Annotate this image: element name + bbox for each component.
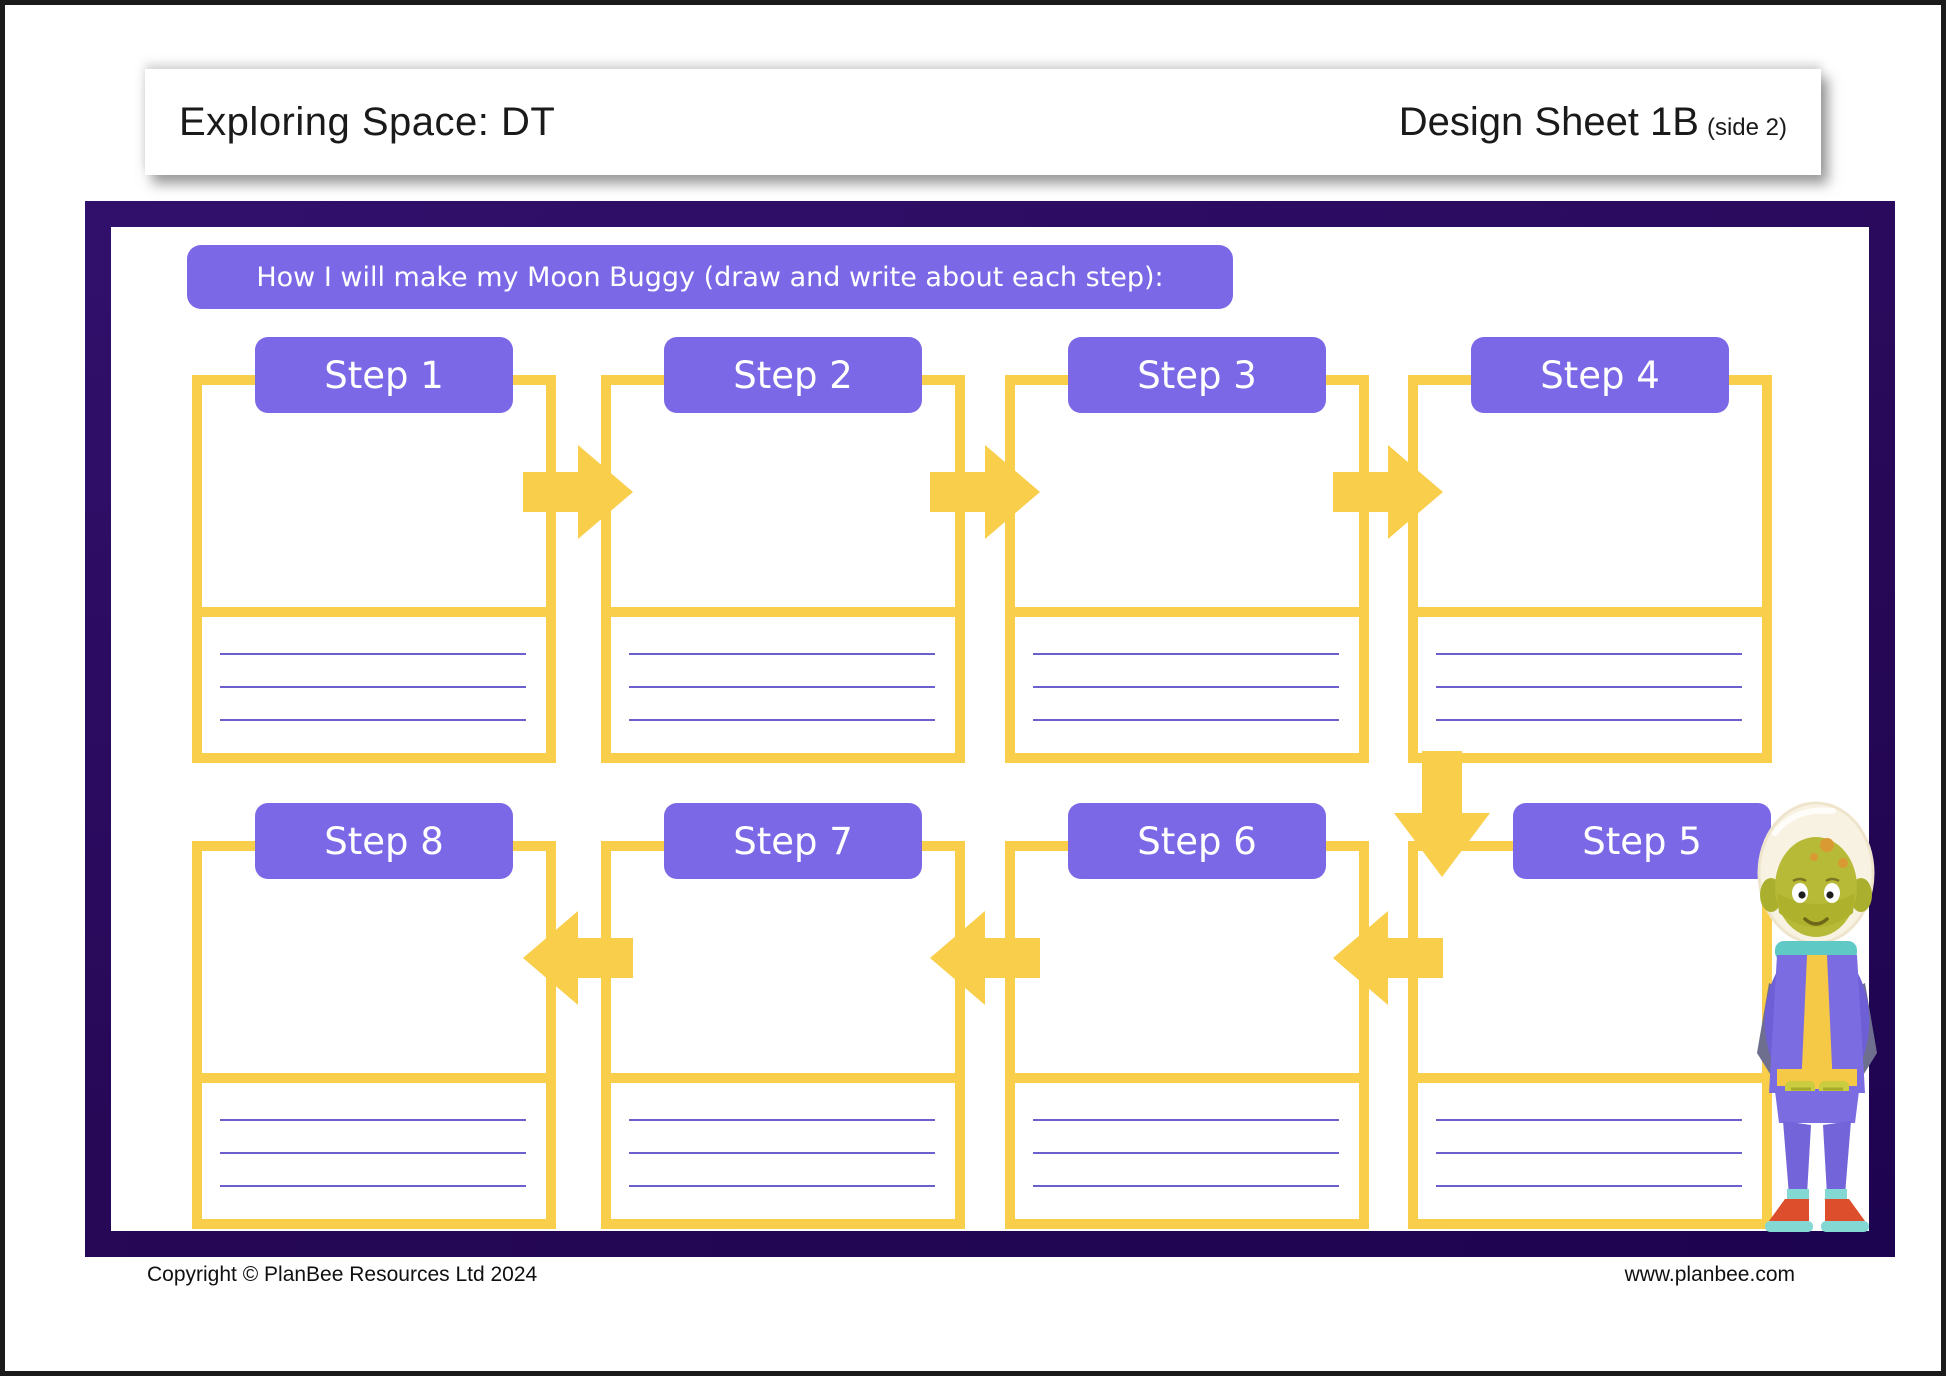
writing-line	[1033, 1152, 1339, 1154]
writing-line	[1033, 1185, 1339, 1187]
writing-line	[629, 653, 935, 655]
footer-website: www.planbee.com	[1624, 1263, 1795, 1286]
step-box: Step 3	[1005, 337, 1369, 763]
drawing-area	[1418, 385, 1762, 607]
arrow-right-icon	[523, 445, 633, 539]
writing-line	[1436, 719, 1742, 721]
box-divider	[1013, 607, 1361, 617]
writing-line	[629, 686, 935, 688]
box-divider	[1013, 1073, 1361, 1083]
writing-area	[1418, 617, 1762, 753]
writing-line	[1436, 1119, 1742, 1121]
arrow-down-icon	[1394, 751, 1490, 877]
step-label: Step 4	[1471, 337, 1729, 413]
writing-line	[629, 1119, 935, 1121]
box-divider	[1416, 1073, 1764, 1083]
writing-line	[220, 1119, 526, 1121]
step-box: Step 5	[1408, 803, 1772, 1229]
box-divider	[200, 607, 548, 617]
step-box: Step 6	[1005, 803, 1369, 1229]
arrow-left-icon	[930, 911, 1040, 1005]
unit-title: Exploring Space: DT	[179, 99, 556, 144]
arrow-right-icon	[1333, 445, 1443, 539]
step-label: Step 1	[255, 337, 513, 413]
writing-line	[1033, 719, 1339, 721]
box-divider	[609, 607, 957, 617]
box-divider	[609, 1073, 957, 1083]
step-box: Step 1	[192, 337, 556, 763]
step-label: Step 8	[255, 803, 513, 879]
writing-line	[629, 1152, 935, 1154]
step-label: Step 2	[664, 337, 922, 413]
footer-copyright: Copyright © PlanBee Resources Ltd 2024	[147, 1263, 538, 1286]
writing-line	[220, 1185, 526, 1187]
step-box: Step 2	[601, 337, 965, 763]
alien-astronaut-illustration	[1755, 793, 1881, 1237]
prompt-banner: How I will make my Moon Buggy (draw and …	[187, 245, 1233, 309]
arrow-right-icon	[930, 445, 1040, 539]
writing-area	[1015, 1083, 1359, 1219]
writing-line	[1436, 653, 1742, 655]
step-label: Step 6	[1068, 803, 1326, 879]
writing-line	[1436, 1185, 1742, 1187]
drawing-area	[1015, 385, 1359, 607]
writing-line	[1436, 686, 1742, 688]
writing-line	[1033, 653, 1339, 655]
drawing-area	[202, 851, 546, 1073]
writing-area	[1015, 617, 1359, 753]
writing-line	[629, 719, 935, 721]
writing-area	[202, 1083, 546, 1219]
writing-area	[611, 617, 955, 753]
box-divider	[200, 1073, 548, 1083]
writing-line	[1033, 1119, 1339, 1121]
writing-line	[220, 653, 526, 655]
step-box: Step 8	[192, 803, 556, 1229]
step-label: Step 5	[1513, 803, 1771, 879]
writing-area	[1418, 1083, 1762, 1219]
box-divider	[1416, 607, 1764, 617]
step-box: Step 7	[601, 803, 965, 1229]
drawing-area	[611, 851, 955, 1073]
prompt-text: How I will make my Moon Buggy (draw and …	[256, 261, 1164, 293]
writing-line	[220, 719, 526, 721]
drawing-area	[611, 385, 955, 607]
drawing-area	[1015, 851, 1359, 1073]
writing-area	[202, 617, 546, 753]
header-bar: Exploring Space: DT Design Sheet 1B(side…	[145, 69, 1821, 175]
arrow-left-icon	[1333, 911, 1443, 1005]
writing-line	[629, 1185, 935, 1187]
writing-line	[220, 1152, 526, 1154]
drawing-area	[202, 385, 546, 607]
arrow-left-icon	[523, 911, 633, 1005]
writing-line	[1033, 686, 1339, 688]
sheet-title: Design Sheet 1B(side 2)	[1399, 100, 1787, 145]
drawing-area	[1418, 851, 1762, 1073]
step-label: Step 7	[664, 803, 922, 879]
step-label: Step 3	[1068, 337, 1326, 413]
writing-line	[220, 686, 526, 688]
step-box: Step 4	[1408, 337, 1772, 763]
writing-area	[611, 1083, 955, 1219]
writing-line	[1436, 1152, 1742, 1154]
sheet-side-text: (side 2)	[1706, 113, 1787, 141]
sheet-title-text: Design Sheet 1B	[1398, 99, 1699, 144]
